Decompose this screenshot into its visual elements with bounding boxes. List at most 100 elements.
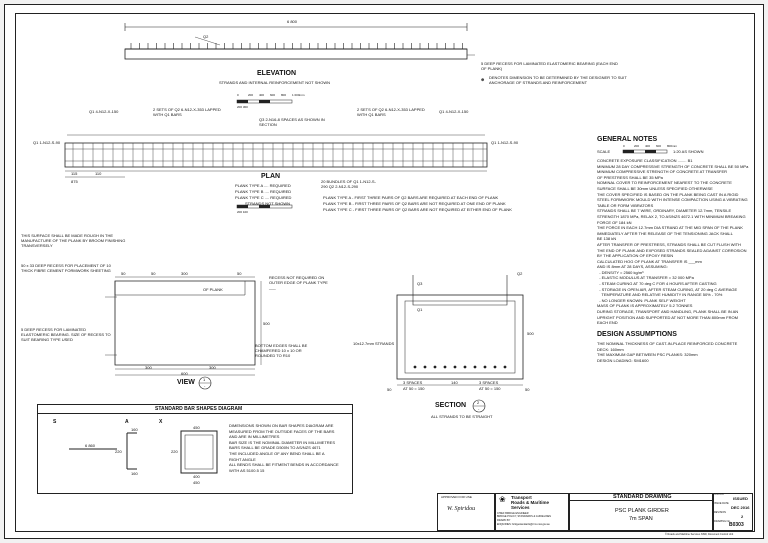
section2-bottom-dim-2: 3 SPACES — [479, 380, 499, 385]
strand-dot — [503, 365, 507, 369]
bar-shapes-note-line-3: BAR SIZE IS THE NOMINAL DIAMETER IN MILL… — [229, 439, 336, 445]
view1-bottom-note: BOTTOM EDGES SHALL BE CHAMFERED 10 x 10 … — [255, 343, 308, 358]
section2-ref: - — [478, 406, 480, 411]
design-assumptions-title: DESIGN ASSUMPTIONS — [597, 331, 677, 338]
drawing-no-value: B0303 — [729, 522, 744, 528]
section2-bottom-dim-1: 140 — [451, 380, 458, 385]
view1-note-surface: THIS SURFACE SHALL BE MADE ROUGH IN THE … — [21, 233, 126, 248]
view1-of-plank: OF PLANK — [203, 287, 223, 292]
scale-tick-label: 800 — [281, 93, 287, 97]
bar-shape-a-dim-1: 220 — [115, 449, 122, 454]
status-value: ISSUED — [733, 496, 748, 501]
general-note-line-21: - ELASTIC MODULUS AT TRANSFER = 32 000 M… — [597, 275, 694, 281]
general-note-line-3: OF PRESTRESS SHALL BE 35 MPa — [597, 174, 663, 180]
org-line-1: Transport — [511, 495, 532, 500]
plan-title: PLAN — [261, 173, 281, 180]
general-note-line-27: DURING STORAGE, TRANSPORT AND HANDLING, … — [597, 309, 739, 315]
elevation-length-dim: 6 800 — [287, 19, 298, 24]
scale-tick-label: 600 — [656, 144, 662, 148]
small-line-0: CHIEF BRIDGE ENGINEER — [497, 512, 529, 515]
bar-shape-a-dim-0: 160 — [131, 427, 138, 432]
general-note-line-4: NOMINAL COVER TO REINFORCEMENT NEAREST T… — [597, 180, 732, 186]
bar-shape-x-dim-0: 450 — [193, 425, 200, 430]
footer: © Roads and Maritime Services NSW, Docum… — [665, 533, 734, 536]
plan-type-note-c: PLANK TYPE C - FIRST THREE PAIRS OF Q2 B… — [323, 207, 512, 212]
general-note-line-1: MINIMUM 28 DAY COMPRESSIVE STRENGTH OF C… — [597, 163, 749, 169]
elevation-scale-label: 200 300 — [237, 105, 248, 109]
design-assumption-line-3: DESIGN LOADING: SM1600 — [597, 357, 649, 363]
bar-shapes-note-line-2: AND ARE IN MILLIMETRES — [229, 434, 280, 440]
scale-tick-label: 800mm — [667, 144, 678, 148]
general-note-line-7: STEEL FORMWORK MOULD WITH INTENSE COMPAC… — [597, 197, 748, 203]
general-note-line-24: TEMPERATURE AND RELATIVE HUMIDITY IN RAN… — [597, 292, 723, 298]
elevation-title: ELEVATION — [257, 70, 297, 77]
view1-note-recess: 50 x 33 DEEP RECESS FOR PLACEMENT OF 10 … — [21, 263, 111, 273]
approved-label: APPROVED FOR USE — [441, 495, 472, 499]
scale-tick-label: 600 — [270, 93, 276, 97]
scale-tick-label: 1 000mm — [292, 93, 305, 97]
plan-bundles: 20 BUNDLES OF Q1 1-N12-S-290 Q2 2-N12-S-… — [321, 179, 376, 189]
bar-shape-x-label: X — [159, 419, 163, 425]
general-note-line-18: CALCULATED HOG OF PLANK AT TRANSFER IS _… — [597, 258, 702, 264]
bar-shape-s-label: S — [53, 419, 57, 425]
plan-2sets-left: 2 SETS OF Q2 6-N12-X-353 LAPPED WITH Q1 … — [153, 107, 221, 117]
general-note-line-29: EACH END — [597, 320, 618, 326]
view1-ref: - — [204, 383, 206, 388]
plan-q1-left: Q1 4-N12-X-150 — [89, 109, 119, 114]
view1-number: 1 — [203, 377, 206, 382]
strand-dot — [463, 365, 467, 369]
revision-value: 2 — [741, 514, 744, 519]
plan-dim-4: 875 — [71, 179, 78, 184]
org-line-2: Roads & Maritime — [511, 500, 550, 505]
general-note-line-6: THE COVER SPECIFIED IS BASED ON THE PLAN… — [597, 191, 739, 197]
general-notes-scale: SCALE — [597, 149, 611, 154]
section2-q1: Q1 — [417, 307, 423, 312]
bar-shape-s-dim: 6 860 — [85, 443, 96, 448]
view1-side-dim: 500 — [263, 321, 270, 326]
plan-q1-right: Q1 4-N12-X-150 — [439, 109, 469, 114]
general-notes-scale-label: 1:20 AS SHOWN — [673, 149, 704, 154]
drawing-frame — [15, 13, 755, 532]
section2-bottom-dim-6: 50 — [525, 387, 530, 392]
general-note-line-2: MINIMUM COMPRESSIVE STRENGTH OF CONCRETE… — [597, 169, 728, 175]
bar-shape-a-label: A — [125, 419, 129, 425]
small-line-3: ENQUIRIES: bridgestandards@rms.nsw.gov.a… — [497, 523, 550, 526]
section2-side-dim: 500 — [527, 331, 534, 336]
drawing-no-label: DRAWING No. — [714, 520, 731, 523]
bar-shapes-notes: DIMENSIONS SHOWN ON BAR SHAPES DIAGRAM A… — [229, 423, 339, 473]
general-note-line-19: AND IS 8mm AT 28 DAYS, ASSUMING: — [597, 264, 668, 270]
sheet-info-box — [713, 493, 753, 531]
section2-note: ALL STRANDS TO BE STRAIGHT — [431, 414, 493, 419]
bar-shapes-note-line-5: THE INCLUDED ANGLE OF ANY BEND SHALL BE … — [229, 450, 325, 456]
strand-dot — [493, 365, 497, 369]
scale-tick-label: 400 — [259, 93, 265, 97]
plan-q1-side-left: Q1 1-N12-S-90 — [33, 140, 61, 145]
general-notes-body: CONCRETE EXPOSURE CLASSIFICATION .......… — [597, 158, 748, 326]
status-label: STATUS — [714, 493, 724, 496]
strand-dot — [443, 365, 447, 369]
elevation-denotes-note: DENOTES DIMENSION TO BE DETERMINED BY TH… — [489, 75, 627, 85]
org-box — [495, 493, 569, 531]
plan-2sets-right: 2 SETS OF Q2 6-N12-X-353 LAPPED WITH Q1 … — [357, 107, 425, 117]
bar-shapes-note-line-6: RIGHT ANGLE — [229, 456, 256, 462]
strand-dot — [483, 365, 487, 369]
approval-box — [437, 493, 495, 531]
approver-signature: W. Spiridou — [447, 506, 476, 512]
elevation-q2-label: Q2 — [203, 34, 209, 39]
small-line-2: DRAWN BY — [497, 519, 511, 522]
strand-dot — [433, 365, 437, 369]
general-note-line-16: THE END OF PLANK AND EXPOSED STRANDS SEA… — [597, 247, 747, 253]
bar-shapes-header — [37, 404, 353, 414]
design-assumption-line-1: DECK: 160mm — [597, 346, 624, 352]
plan-dim-1: 110 — [95, 171, 102, 176]
view1-recess-note: RECESS NOT REQUIRED ON OUTER EDGE OF PLA… — [269, 275, 328, 290]
general-note-line-8: TABLE OR FORM VIBRATORS — [597, 202, 654, 208]
view1-bottom-dim-0: 300 — [145, 365, 152, 370]
general-note-line-14: BE 138 kN — [597, 236, 617, 242]
org-line-3: Services — [511, 505, 530, 510]
section2-q2: Q2 — [517, 271, 523, 276]
general-note-line-9: STRANDS SHALL BE 7 WIRE, ORDINARY, DIAME… — [597, 208, 732, 214]
bar-shapes-note-line-0: DIMENSIONS SHOWN ON BAR SHAPES DIAGRAM A… — [229, 423, 334, 428]
plan-q1-side-right: Q1 1-N12-S-90 — [491, 140, 519, 145]
section2-q3: Q3 — [417, 281, 423, 286]
